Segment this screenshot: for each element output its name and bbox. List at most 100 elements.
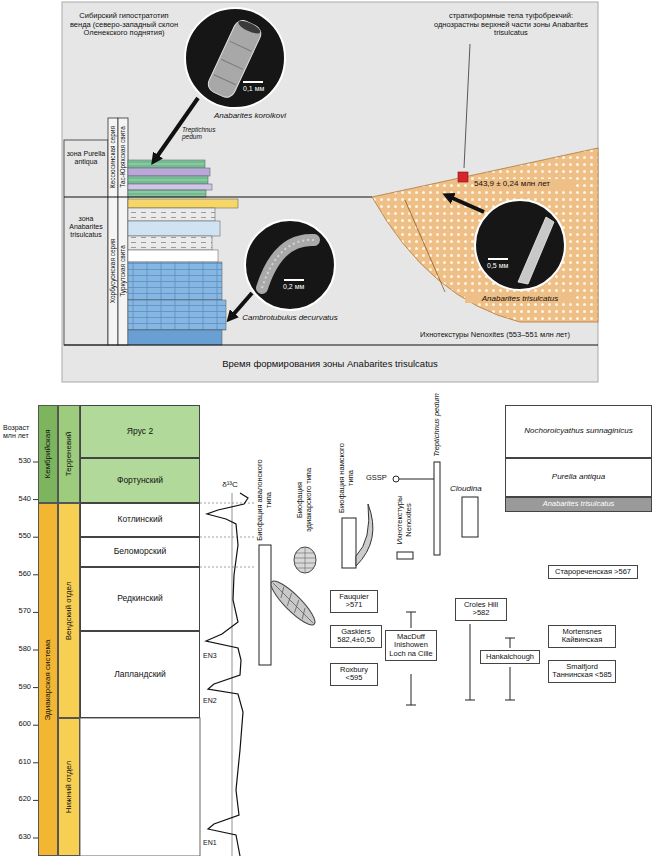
gssp-marker (393, 476, 399, 482)
node-text: Roxbury <595 (334, 666, 374, 683)
tube-fossil (262, 240, 314, 288)
scale-bar (284, 279, 304, 281)
tuff-breccia-body (372, 148, 598, 322)
frond-fossil (266, 576, 320, 630)
stage-cell: Ярус 2 (80, 405, 200, 458)
unit-label: Хорбусуонская серия (109, 201, 116, 341)
date-label: 543,9 ± 0,24 млн лет (474, 179, 574, 188)
sandstone-bed (128, 199, 238, 208)
tick-label: 560 (2, 570, 31, 579)
node-text: Gaskiers 582,4±0,50 (334, 628, 378, 645)
stage-cell (80, 718, 200, 856)
species-label: Treptichnus pedum (433, 390, 442, 460)
facies-label: Биофация авалонского типа (256, 459, 273, 541)
limestone-bed (128, 330, 222, 345)
glaciation-box: Roxbury <595 (330, 663, 378, 686)
node-text: Mortensnes Кайвинская (552, 628, 612, 645)
siltstone-bed (128, 168, 210, 176)
sem-circle (475, 200, 565, 290)
stage-cell: Лапландский (80, 631, 200, 718)
gssp-line (399, 479, 434, 480)
glaciation-box: Smalfjord Таннинская <585 (548, 660, 616, 683)
range-bar (434, 462, 440, 555)
marl-bed (128, 250, 218, 262)
tick-label: 620 (2, 795, 31, 804)
range-line (465, 624, 475, 700)
pointer-arrow (232, 293, 252, 316)
scale-bar (243, 81, 263, 83)
node-text: Nochoroicyathus sunnaginicus (509, 427, 648, 436)
zone-column (64, 140, 108, 345)
tube-ribs (262, 240, 314, 288)
node-text: Ярус 2 (84, 427, 196, 437)
scale-label: 0,5 мм (487, 262, 515, 270)
marl-bed (128, 208, 215, 221)
fault-line (405, 200, 445, 292)
species-label: Cloudina (450, 484, 490, 493)
node-text: Кембрийская (44, 430, 53, 479)
tick-label: 590 (2, 683, 31, 692)
range-bar (462, 497, 478, 537)
scale-label: 0,1 мм (243, 85, 273, 93)
zone-boundary (64, 196, 372, 197)
node-text: Эдиакарская система (44, 639, 53, 720)
shale-bed (128, 176, 208, 184)
tube-fossil (518, 217, 554, 284)
node-text: Нижний отдел (65, 761, 74, 813)
base-line (64, 344, 598, 345)
node-text: Терреневий (65, 432, 74, 476)
limestone-bed (128, 300, 226, 330)
excursion-label: EN3 (203, 652, 223, 660)
glaciation-box: Gaskiers 582,4±0,50 (330, 625, 382, 648)
panel-caption: Время формирования зоны Anabarites trisu… (62, 359, 598, 370)
node-text: Anabarites trisulcatus (509, 500, 648, 508)
tick-label: 550 (2, 532, 31, 541)
curve-label: δ¹³C (205, 480, 255, 489)
node-text: Hankalchough (484, 653, 536, 661)
stage-cell: Котлинский (80, 503, 200, 537)
trace-label: Ихнотекстуры Nenoxites (396, 492, 413, 548)
node-text: Smalfjord Таннинская <585 (552, 663, 612, 680)
dickinsonia-fossil (294, 547, 316, 573)
range-bar (397, 552, 413, 559)
node-text: Старореченская >567 (552, 568, 634, 576)
node-text: Вендский отдел (65, 581, 74, 640)
frond-ribs (269, 579, 317, 627)
tick-label: 540 (2, 495, 31, 504)
node-text: Лапландский (84, 670, 196, 680)
stage-cell: Редкинский (80, 567, 200, 631)
tube-aperture (237, 18, 262, 35)
tick-label: 600 (2, 720, 31, 729)
node-text: Котлинский (84, 515, 196, 525)
zone-cell: Anabarites trisulcatus (505, 497, 652, 512)
scale-bar (488, 258, 508, 260)
marl-bed (128, 236, 212, 250)
scale-label: 0,2 мм (283, 283, 313, 291)
nama-fossil (356, 504, 373, 566)
zone-label: зона Purella antiqua (64, 150, 108, 166)
callout-note: стратиформные тела туфобрекчий: однозрас… (430, 12, 592, 38)
facies-label: Биофация намского типа (338, 443, 355, 513)
unit-label: Туркутская свита (119, 201, 126, 341)
system-band: Кембрийская (38, 405, 58, 503)
panel-frame (62, 2, 598, 382)
tube-ribs (214, 41, 251, 85)
glaciation-box: Croles Hill >582 (455, 598, 507, 621)
group-column (108, 118, 118, 345)
glaciation-box: Старореченская >567 (548, 565, 638, 579)
glaciation-box: Hankalchough (480, 650, 540, 664)
species-label: Anabarites trisulcatus (465, 294, 575, 303)
stage-cell: Фортунский (80, 458, 200, 503)
reference-line (232, 493, 233, 856)
node-text: Fauquier >571 (334, 593, 374, 610)
excursion-label: EN1 (203, 839, 223, 847)
node-text: Редкинский (84, 594, 196, 604)
tick-label: 580 (2, 645, 31, 654)
node-text: Croles Hill >582 (459, 601, 503, 618)
node-text: MacDuff Inishowen Loch na Cille (389, 633, 433, 658)
formation-column (118, 118, 128, 345)
dolomite-bed (128, 221, 220, 236)
tick-label: 630 (2, 833, 31, 842)
carbon-isotope-curve (206, 493, 248, 856)
series-band: Вендский отдел (58, 503, 80, 718)
